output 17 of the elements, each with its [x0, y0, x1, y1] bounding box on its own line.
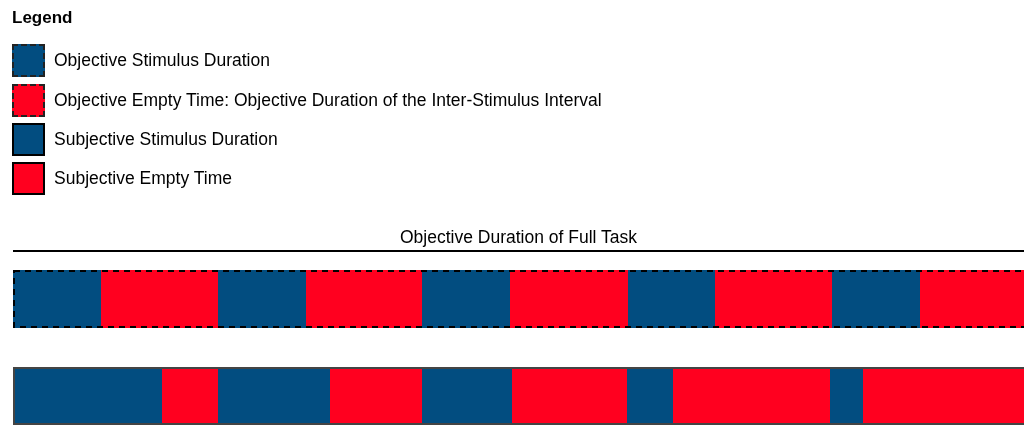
stimulus-segment	[422, 270, 510, 328]
legend-heading: Legend	[12, 7, 73, 29]
stimulus-segment	[422, 367, 512, 425]
stimulus-segment	[832, 270, 920, 328]
stimulus-segment	[830, 367, 863, 425]
stimulus-segment	[13, 270, 101, 328]
duration-label: Objective Duration of Full Task	[399, 226, 638, 248]
legend-text: Objective Empty Time: Objective Duration of the Inter-Stimulus Interval	[54, 89, 602, 111]
stimulus-segment	[218, 270, 306, 328]
legend-text: Subjective Empty Time	[54, 167, 232, 189]
stimulus-segment	[13, 367, 162, 425]
stimulus-segment	[218, 367, 330, 425]
legend-text: Subjective Stimulus Duration	[54, 128, 278, 150]
legend-text: Objective Stimulus Duration	[54, 49, 270, 71]
stimulus-segment	[628, 270, 715, 328]
stimulus-segment	[627, 367, 673, 425]
empty-time-segment	[162, 367, 218, 425]
